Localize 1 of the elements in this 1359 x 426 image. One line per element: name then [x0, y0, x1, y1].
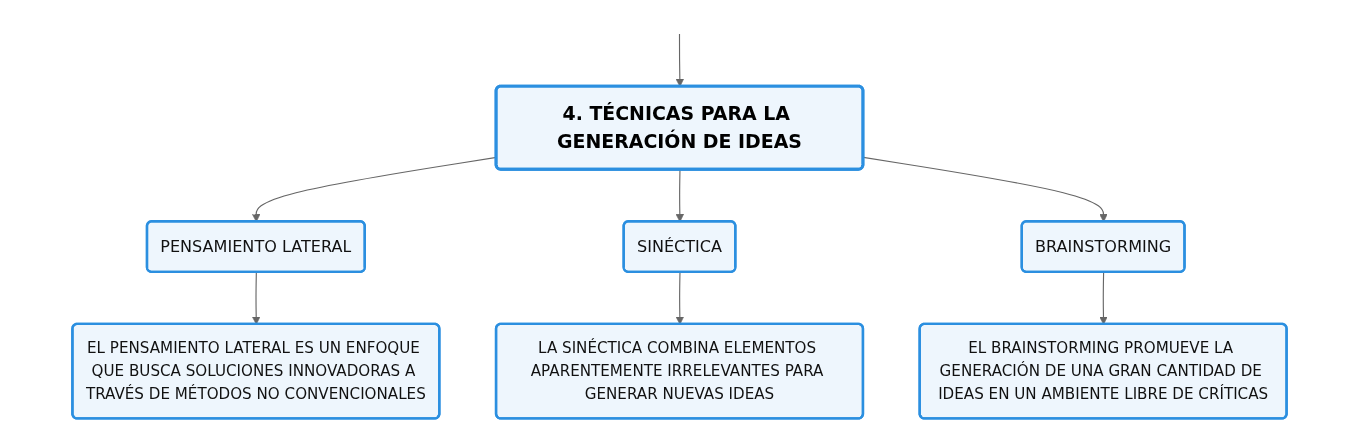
arrow — [675, 33, 684, 87]
